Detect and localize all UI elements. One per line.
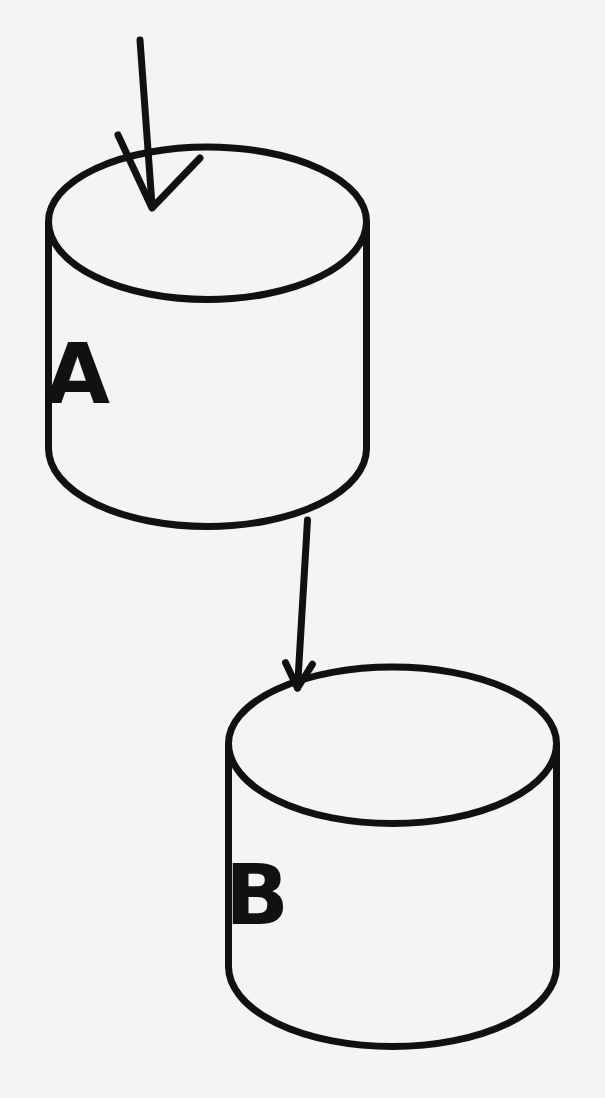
flow-arrow	[286, 520, 313, 688]
cylinder-label: B	[225, 853, 289, 937]
cylinder-node: B	[225, 660, 560, 1050]
cylinder-node: A	[45, 140, 370, 530]
input-arrow	[118, 40, 200, 208]
cylinder-label: A	[45, 332, 110, 416]
